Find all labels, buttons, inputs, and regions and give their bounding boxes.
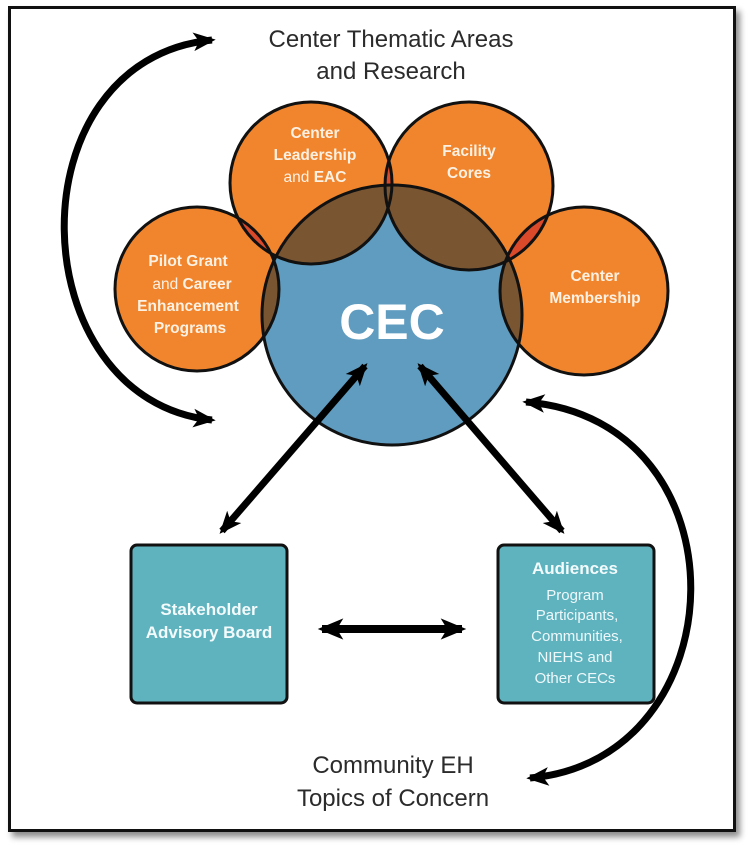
thematic-loop-arrow <box>60 32 216 428</box>
community-eh-label-line1: Community EH <box>312 752 473 779</box>
audiences-line: Participants, <box>536 607 619 624</box>
audiences-title: Audiences <box>532 559 618 578</box>
pilot-label-line4: Programs <box>154 320 226 337</box>
facility-label-line2: Cores <box>447 165 491 182</box>
community-loop-arrow <box>522 394 695 786</box>
cec-stakeholder-arrow <box>219 363 368 534</box>
cec-audiences-arrow <box>417 363 565 534</box>
stakeholder-box <box>129 543 289 705</box>
audiences-box <box>496 543 656 705</box>
pilot-label-line1: Pilot Grant <box>148 253 227 270</box>
cec-label: CEC <box>339 294 445 350</box>
pilot-grant-circle <box>115 207 279 371</box>
audiences-line: NIEHS and <box>537 649 612 666</box>
audiences-line: Other CECs <box>535 670 616 687</box>
audiences-line: Program <box>546 587 604 604</box>
stakeholder-label-line1: Stakeholder <box>160 600 258 619</box>
pilot-label-line2: and Career <box>152 276 231 293</box>
circle-outlines <box>113 100 670 447</box>
leadership-label-line3: and EAC <box>284 169 347 186</box>
membership-label-line1: Center <box>570 268 619 285</box>
stakeholder-label-line2: Advisory Board <box>146 623 273 642</box>
audiences-line: Communities, <box>531 628 623 645</box>
pilot-label-line3: Enhancement <box>137 298 239 315</box>
leadership-label-line2: Leadership <box>274 147 357 164</box>
thematic-areas-label-line1: Center Thematic Areas <box>268 26 513 53</box>
facility-label-line1: Facility <box>442 143 496 160</box>
community-eh-label-line2: Topics of Concern <box>297 785 489 812</box>
leadership-label-line1: Center <box>290 125 339 142</box>
membership-circle <box>500 207 668 375</box>
membership-label-line2: Membership <box>549 290 640 307</box>
thematic-areas-label-line2: and Research <box>316 58 465 85</box>
